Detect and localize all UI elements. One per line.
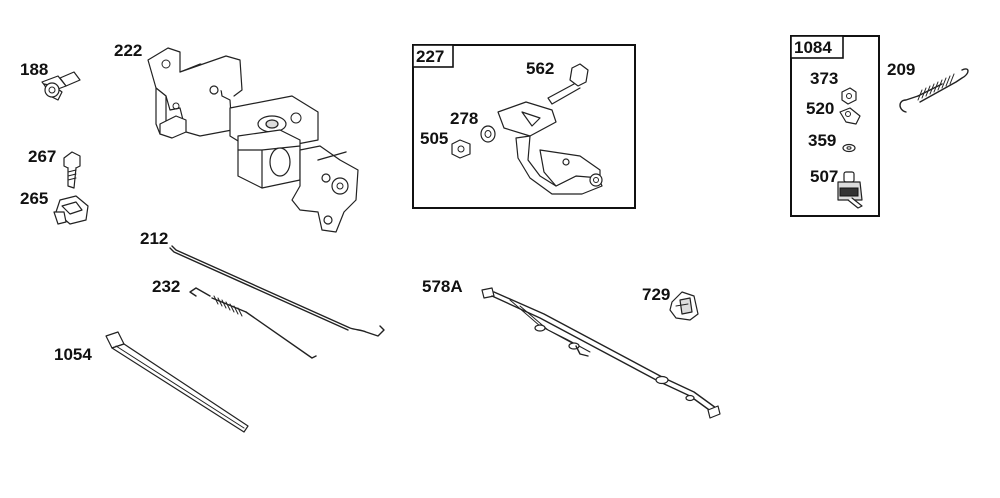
label-232: 232	[152, 277, 180, 296]
part-359-washer[interactable]	[842, 143, 856, 153]
kit-227-box	[412, 44, 636, 209]
part-729-clip[interactable]	[669, 291, 699, 321]
label-1084: 1084	[794, 38, 832, 57]
label-1054: 1054	[54, 345, 92, 364]
part-265-cable-clip[interactable]	[53, 195, 89, 225]
part-562-shoulder-bolt[interactable]	[547, 63, 589, 105]
part-232-governor-spring[interactable]	[189, 287, 317, 359]
part-212-governor-link[interactable]	[169, 245, 385, 337]
label-265: 265	[20, 189, 48, 208]
part-227-throttle-lever[interactable]	[497, 101, 603, 195]
label-267: 267	[28, 147, 56, 166]
kit-1084-box	[790, 35, 880, 217]
label-373: 373	[810, 69, 838, 88]
label-278: 278	[450, 109, 478, 128]
label-578a: 578A	[422, 277, 463, 296]
label-505: 505	[420, 129, 448, 148]
label-222: 222	[114, 41, 142, 60]
label-507: 507	[810, 167, 838, 186]
part-505-nut[interactable]	[451, 139, 471, 159]
label-729: 729	[642, 285, 670, 304]
part-222-control-bracket[interactable]	[147, 47, 359, 233]
label-562: 562	[526, 59, 554, 78]
label-359: 359	[808, 131, 836, 150]
label-227: 227	[416, 47, 444, 66]
part-373-nut[interactable]	[841, 87, 857, 105]
part-209-extension-spring[interactable]	[899, 68, 969, 113]
part-188-bolt[interactable]	[41, 71, 81, 101]
part-278-washer[interactable]	[480, 125, 496, 143]
part-1054-cable-tie[interactable]	[105, 331, 249, 433]
label-520: 520	[806, 99, 834, 118]
part-507-switch[interactable]	[837, 171, 863, 209]
label-212: 212	[140, 229, 168, 248]
part-578a-throttle-cable[interactable]	[481, 287, 721, 419]
part-520-terminal[interactable]	[839, 107, 861, 125]
label-188: 188	[20, 60, 48, 79]
label-209: 209	[887, 60, 915, 79]
part-267-screw[interactable]	[63, 151, 81, 189]
